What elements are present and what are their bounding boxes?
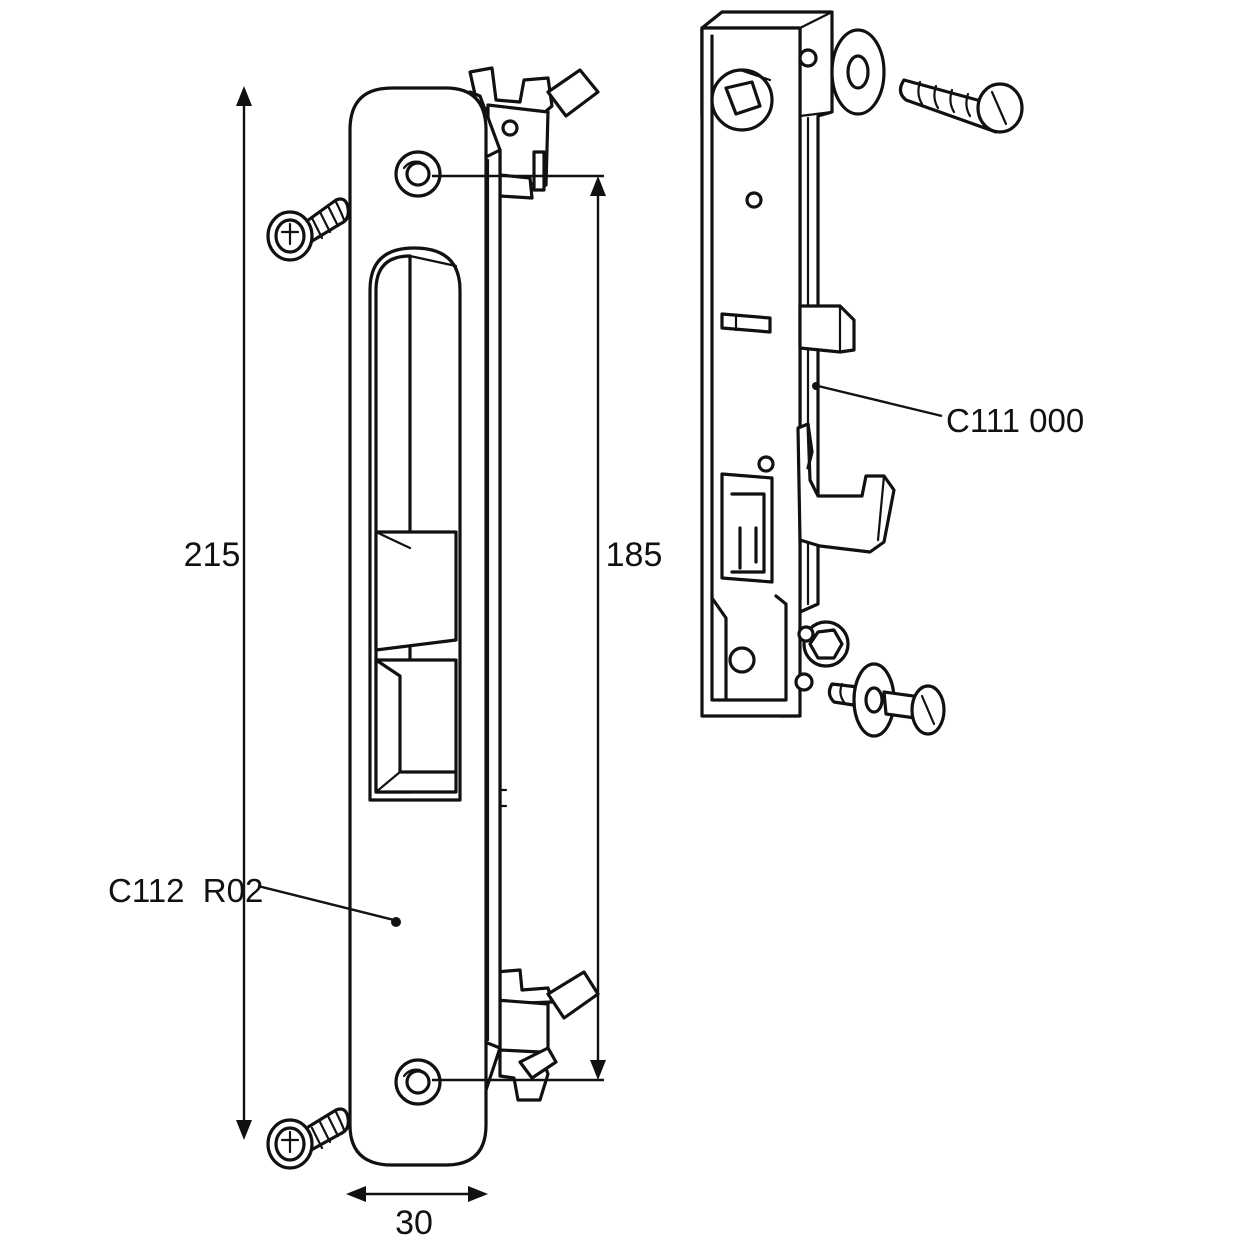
body-pin-hole — [745, 191, 763, 209]
dimension-hole-spacing — [432, 174, 606, 1082]
hook-latch — [796, 422, 896, 554]
plate-slot — [368, 246, 462, 802]
dimension-spacing-label: 185 — [606, 536, 663, 574]
top-slotted-screw — [898, 78, 1024, 134]
lock-body-assembly — [700, 10, 1024, 738]
strike-plate-assembly — [266, 66, 600, 1170]
top-plate-screw — [266, 197, 350, 262]
plate-leader-line — [257, 884, 395, 922]
top-washer — [830, 28, 886, 116]
lock-body-leader-line — [817, 384, 943, 418]
bottom-body-hole — [728, 646, 756, 674]
latch-bolt — [798, 304, 856, 354]
side-body-hole — [794, 672, 814, 692]
lock-body-part-label: C111 000 — [946, 402, 1084, 439]
dimension-height-label: 215 — [184, 536, 241, 574]
plate-bottom-hole — [394, 1058, 442, 1106]
body-leader-dot — [812, 382, 820, 390]
plate-part-label: C112 R02 — [108, 872, 263, 909]
dimension-overall-height — [236, 86, 252, 1140]
body-window — [720, 472, 774, 584]
dimension-width-label: 30 — [395, 1204, 433, 1242]
dimension-width — [346, 1186, 488, 1202]
body-small-hole — [757, 455, 775, 473]
bottom-clip — [494, 968, 600, 1102]
plate-top-hole — [394, 150, 442, 198]
top-clip — [468, 66, 600, 200]
body-slot — [720, 312, 772, 334]
bottom-plate-screw — [266, 1107, 350, 1170]
hex-socket — [797, 620, 850, 668]
spindle-hub — [710, 68, 774, 132]
bottom-slotted-screw — [827, 662, 946, 738]
top-body-hole — [798, 48, 818, 68]
